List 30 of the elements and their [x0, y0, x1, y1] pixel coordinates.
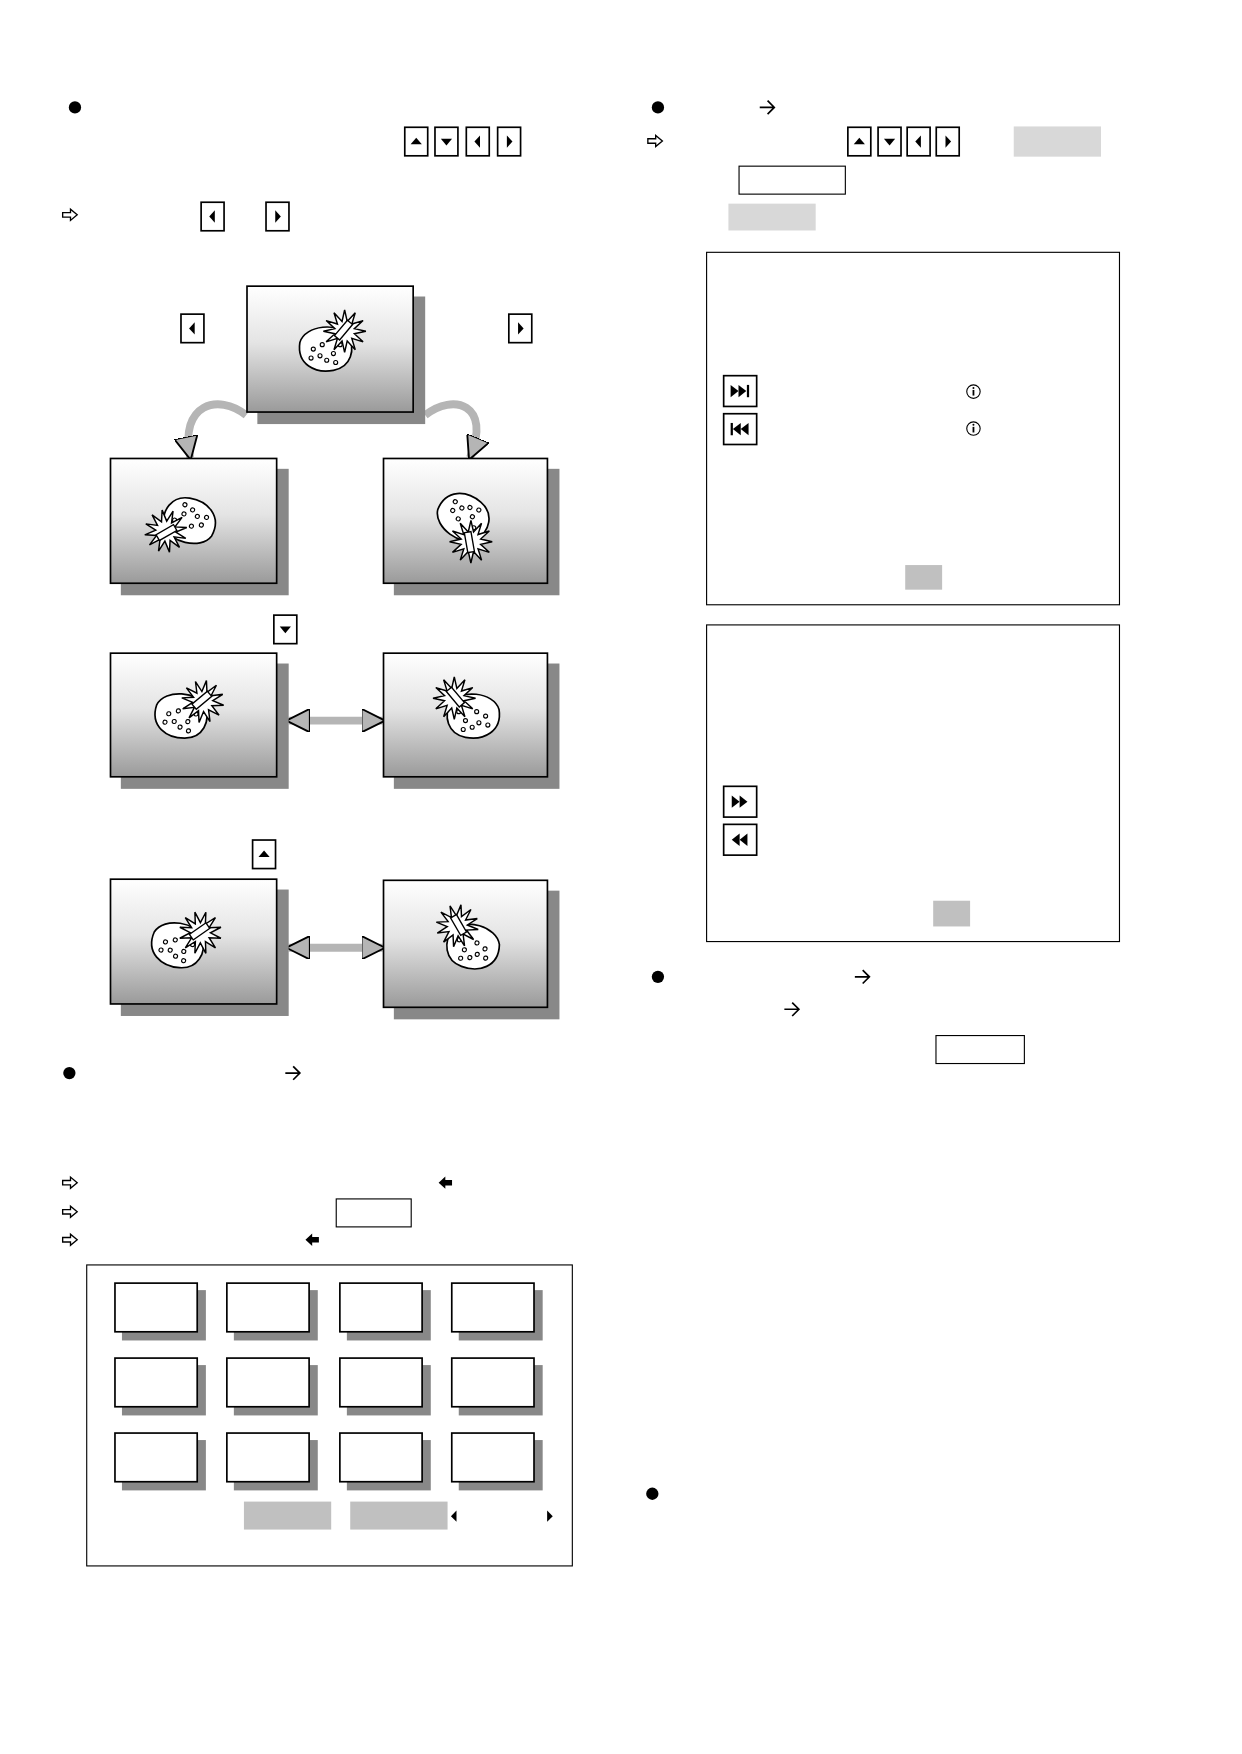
thumbnail-frame — [339, 1357, 431, 1416]
picture-frame — [109, 457, 289, 596]
shaded-block — [1013, 126, 1101, 157]
screen-panel — [706, 251, 1121, 606]
shaded-block — [905, 565, 943, 590]
shaded-block — [933, 900, 971, 927]
curved-arrow — [423, 400, 489, 461]
screen-panel — [706, 624, 1121, 943]
picture-frame — [109, 878, 289, 1016]
thumbnail-frame — [114, 1357, 206, 1416]
thumbnail-frame — [226, 1432, 318, 1491]
thumbnail-frame — [114, 1432, 206, 1491]
thumbnail-frame — [450, 1282, 543, 1341]
picture-frame — [382, 879, 560, 1020]
thumbnail-frame — [226, 1357, 318, 1416]
picture-frame — [109, 652, 289, 789]
thumbnail-frame — [339, 1282, 431, 1341]
thumbnail-frame — [339, 1432, 431, 1491]
curved-arrow — [174, 400, 249, 461]
screen-panel — [86, 1264, 573, 1567]
thumbnail-frame — [226, 1282, 318, 1341]
thumbnail-frame — [450, 1357, 543, 1416]
picture-frame — [382, 457, 560, 596]
picture-frame — [382, 652, 560, 789]
shaded-block — [243, 1501, 332, 1530]
shaded-block — [728, 203, 816, 231]
shaded-block — [350, 1501, 448, 1530]
thumbnail-frame — [114, 1282, 206, 1341]
picture-frame — [246, 285, 426, 425]
thumbnail-frame — [450, 1432, 543, 1491]
